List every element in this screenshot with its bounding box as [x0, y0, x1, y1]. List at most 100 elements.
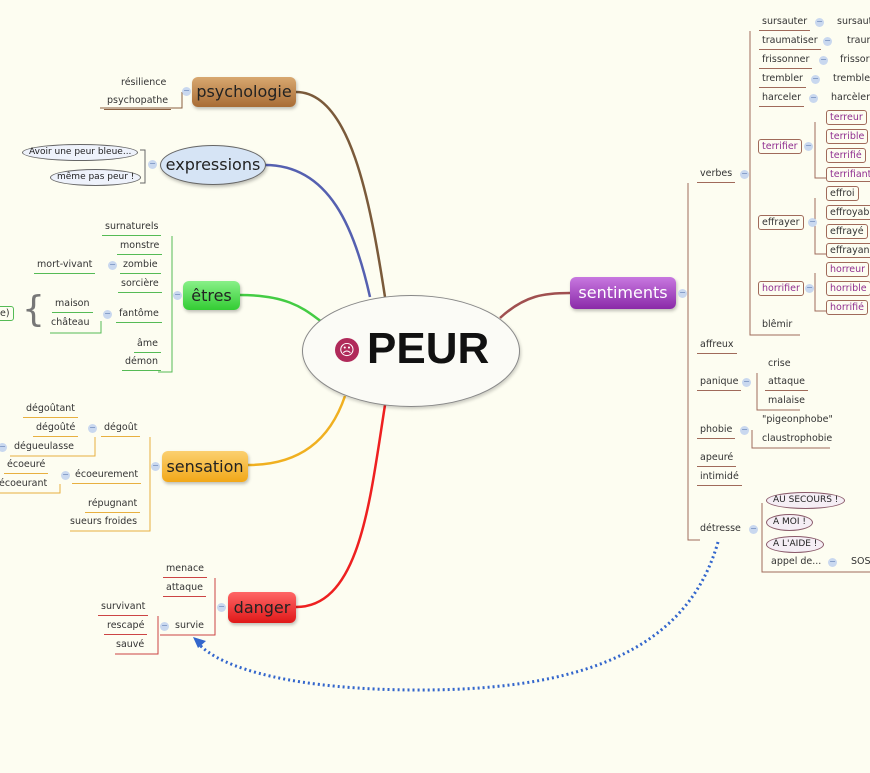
topic-psychologie[interactable]: psychologie: [192, 77, 296, 107]
subtopic[interactable]: frissor: [840, 54, 870, 65]
subtopic[interactable]: survie: [175, 620, 204, 631]
subtopic-box[interactable]: effroyab: [826, 205, 870, 220]
subtopic[interactable]: traumatiser: [759, 35, 821, 50]
subtopic[interactable]: démon: [122, 356, 161, 371]
callout-bubble[interactable]: AU SECOURS !: [766, 492, 846, 509]
collapse-icon[interactable]: −: [103, 309, 112, 319]
collapse-icon[interactable]: −: [148, 159, 157, 169]
subtopic-box[interactable]: effrayan: [826, 243, 870, 258]
subtopic-box[interactable]: effroi: [826, 186, 859, 201]
callout-bubble[interactable]: Avoir une peur bleue...: [22, 144, 139, 161]
subtopic[interactable]: intimidé: [697, 471, 742, 486]
collapse-icon[interactable]: −: [88, 423, 97, 433]
collapse-icon[interactable]: −: [742, 377, 751, 387]
subtopic[interactable]: résilience: [121, 77, 167, 88]
collapse-icon[interactable]: −: [61, 470, 70, 480]
collapse-icon[interactable]: −: [678, 288, 687, 298]
subtopic-box[interactable]: terrifié: [826, 148, 866, 163]
callout-bubble[interactable]: A MOI !: [766, 514, 813, 531]
subtopic[interactable]: appel de...: [771, 556, 822, 567]
subtopic[interactable]: sorcière: [118, 278, 162, 293]
callout-bubble[interactable]: A L'AIDE !: [766, 536, 825, 553]
collapse-icon[interactable]: −: [182, 86, 191, 96]
collapse-icon[interactable]: −: [749, 524, 758, 534]
subtopic[interactable]: écoeurement: [72, 469, 142, 484]
subtopic-box[interactable]: horrible: [826, 281, 870, 296]
subtopic[interactable]: sursaut: [837, 16, 870, 27]
collapse-icon[interactable]: −: [0, 442, 7, 452]
subtopic-box[interactable]: effrayé: [826, 224, 868, 239]
collapse-icon[interactable]: −: [805, 283, 814, 293]
subtopic[interactable]: trembler: [759, 73, 806, 88]
topic-sensation[interactable]: sensation: [162, 451, 248, 482]
subtopic[interactable]: mort-vivant: [34, 259, 96, 274]
collapse-icon[interactable]: −: [808, 217, 817, 227]
subtopic[interactable]: âme: [134, 338, 161, 353]
collapse-icon[interactable]: −: [740, 169, 749, 179]
subtopic-box[interactable]: horrifier: [758, 281, 804, 296]
subtopic[interactable]: verbes: [697, 168, 736, 183]
collapse-icon[interactable]: −: [815, 17, 824, 27]
subtopic[interactable]: psychopathe: [104, 95, 172, 110]
subtopic[interactable]: dégoûté: [33, 422, 79, 437]
topic-sentiments[interactable]: sentiments: [570, 277, 676, 309]
collapse-icon[interactable]: −: [217, 602, 226, 612]
callout-bubble[interactable]: même pas peur !: [50, 169, 142, 186]
subtopic[interactable]: sursauter: [759, 16, 811, 31]
collapse-icon[interactable]: −: [809, 93, 818, 103]
subtopic[interactable]: crise: [768, 358, 791, 369]
subtopic[interactable]: répugnant: [85, 498, 141, 513]
collapse-icon[interactable]: −: [108, 260, 117, 270]
subtopic[interactable]: écoeurant: [0, 478, 48, 489]
subtopic-box[interactable]: terrifiant: [826, 167, 870, 182]
subtopic[interactable]: SOS: [851, 556, 870, 567]
subtopic[interactable]: attaque: [163, 582, 206, 597]
subtopic-box[interactable]: horrifié: [826, 300, 868, 315]
subtopic[interactable]: sueurs froides: [70, 516, 138, 527]
subtopic-cut-off[interactable]: e): [0, 306, 14, 321]
subtopic[interactable]: dégoûtant: [23, 403, 79, 418]
subtopic[interactable]: monstre: [117, 240, 163, 255]
subtopic[interactable]: sauvé: [116, 639, 145, 650]
subtopic[interactable]: harceler: [759, 92, 804, 107]
subtopic[interactable]: tremble: [833, 73, 870, 84]
subtopic-box[interactable]: terreur: [826, 110, 867, 125]
subtopic[interactable]: attaque: [765, 376, 808, 391]
central-topic[interactable]: ☹ PEUR: [302, 295, 520, 407]
subtopic[interactable]: dégoût: [101, 422, 141, 437]
subtopic-box[interactable]: terrifier: [758, 139, 802, 154]
subtopic[interactable]: fantôme: [116, 308, 162, 323]
subtopic-box[interactable]: horreur: [826, 262, 870, 277]
subtopic[interactable]: apeuré: [697, 452, 737, 467]
collapse-icon[interactable]: −: [823, 36, 832, 46]
subtopic[interactable]: château: [51, 317, 90, 328]
subtopic[interactable]: écoeuré: [4, 459, 49, 474]
subtopic[interactable]: menace: [163, 563, 208, 578]
topic-danger[interactable]: danger: [228, 592, 296, 623]
subtopic[interactable]: dégueulasse: [14, 441, 74, 452]
subtopic[interactable]: harcèler: [831, 92, 870, 103]
subtopic[interactable]: rescapé: [104, 620, 148, 635]
collapse-icon[interactable]: −: [740, 425, 749, 435]
topic-expressions[interactable]: expressions: [160, 145, 266, 185]
subtopic[interactable]: zombie: [120, 259, 161, 274]
subtopic-box[interactable]: effrayer: [758, 215, 804, 230]
subtopic[interactable]: phobie: [697, 424, 736, 439]
subtopic-box[interactable]: terrible: [826, 129, 869, 144]
subtopic[interactable]: maison: [52, 298, 93, 313]
subtopic[interactable]: "pigeonphobe": [762, 414, 833, 425]
subtopic[interactable]: blêmir: [762, 319, 793, 330]
collapse-icon[interactable]: −: [828, 557, 837, 567]
collapse-icon[interactable]: −: [804, 141, 813, 151]
collapse-icon[interactable]: −: [173, 290, 182, 300]
subtopic[interactable]: surnaturels: [102, 221, 162, 236]
subtopic[interactable]: traum: [847, 35, 870, 46]
collapse-icon[interactable]: −: [811, 74, 820, 84]
subtopic[interactable]: frissonner: [759, 54, 813, 69]
subtopic[interactable]: claustrophobie: [762, 433, 833, 444]
subtopic[interactable]: panique: [697, 376, 742, 391]
subtopic[interactable]: détresse: [700, 523, 741, 534]
collapse-icon[interactable]: −: [819, 55, 828, 65]
collapse-icon[interactable]: −: [151, 461, 160, 471]
collapse-icon[interactable]: −: [160, 621, 169, 631]
